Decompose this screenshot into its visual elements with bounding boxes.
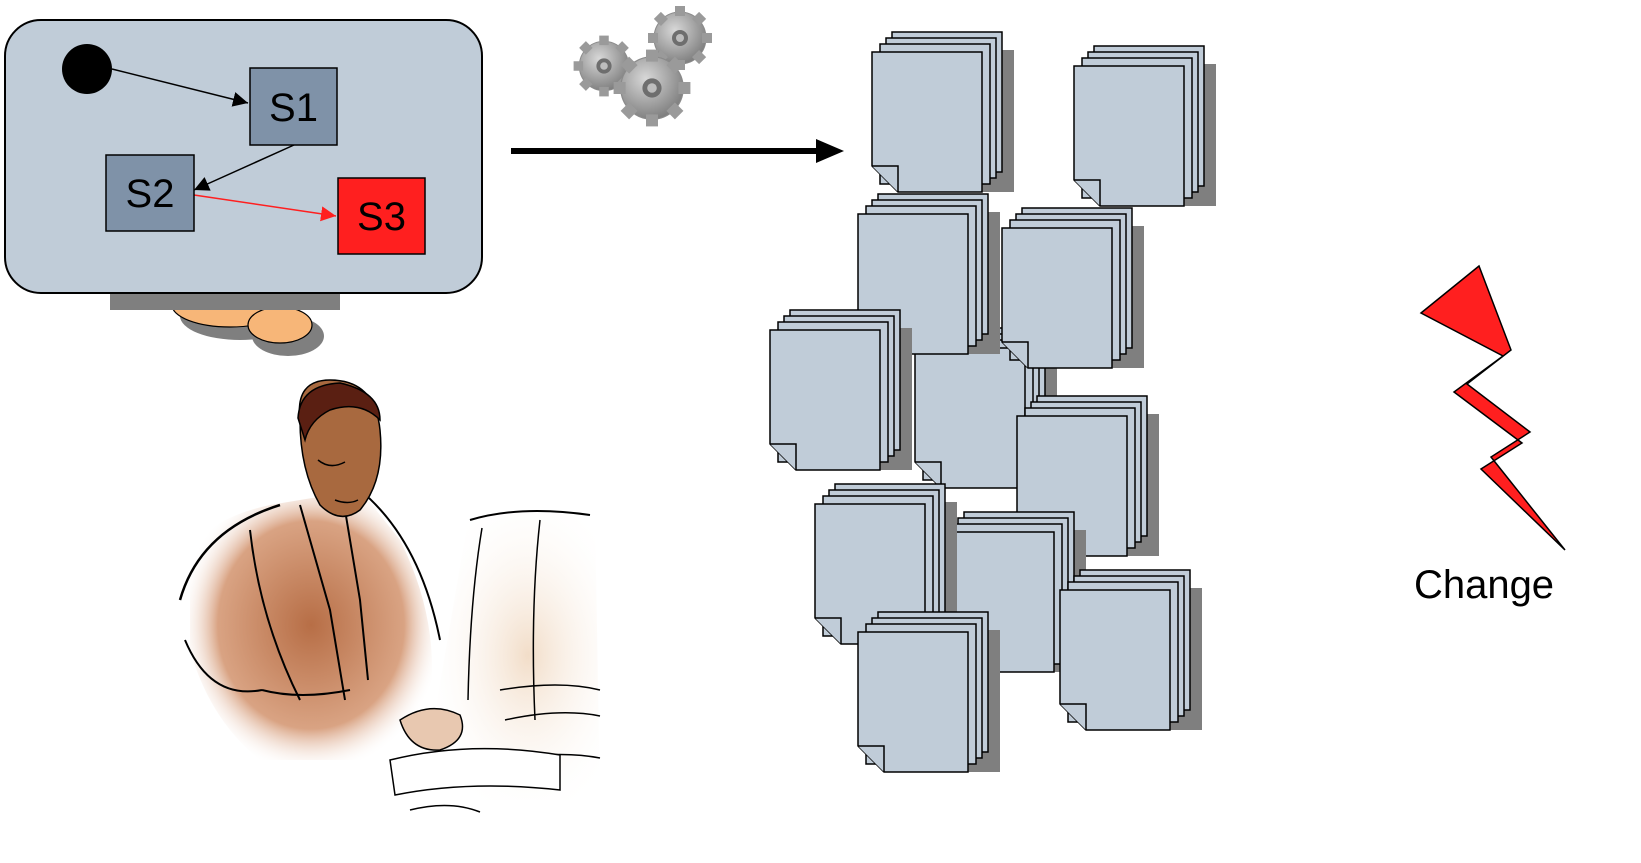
state-s2-label: S2 bbox=[126, 172, 175, 216]
lightning-bolt-icon bbox=[1419, 264, 1566, 551]
document-stack-icon bbox=[1060, 570, 1202, 730]
state-s1: S1 bbox=[249, 67, 338, 146]
state-s1-label: S1 bbox=[269, 86, 318, 130]
generation-arrowhead bbox=[816, 139, 844, 163]
state-s3-label: S3 bbox=[357, 195, 406, 239]
gears-icon bbox=[573, 5, 713, 128]
generated-documents bbox=[770, 32, 1216, 772]
state-machine-panel: S1 S2 S3 bbox=[4, 19, 483, 356]
transition-initial-s1 bbox=[111, 68, 249, 107]
state-s2: S2 bbox=[105, 154, 195, 232]
initial-state bbox=[62, 44, 112, 94]
change-label: Change bbox=[1414, 563, 1554, 607]
document-stack-icon bbox=[858, 612, 1000, 772]
transition-s1-s2 bbox=[193, 144, 295, 191]
document-stack-icon bbox=[770, 310, 912, 470]
state-s3: S3 bbox=[337, 177, 426, 255]
developer-at-computer-illustration bbox=[178, 379, 601, 813]
transition-s2-s3 bbox=[193, 194, 337, 222]
document-stack-icon bbox=[872, 32, 1014, 192]
document-stack-icon bbox=[1074, 46, 1216, 206]
document-stack-icon bbox=[1002, 208, 1144, 368]
